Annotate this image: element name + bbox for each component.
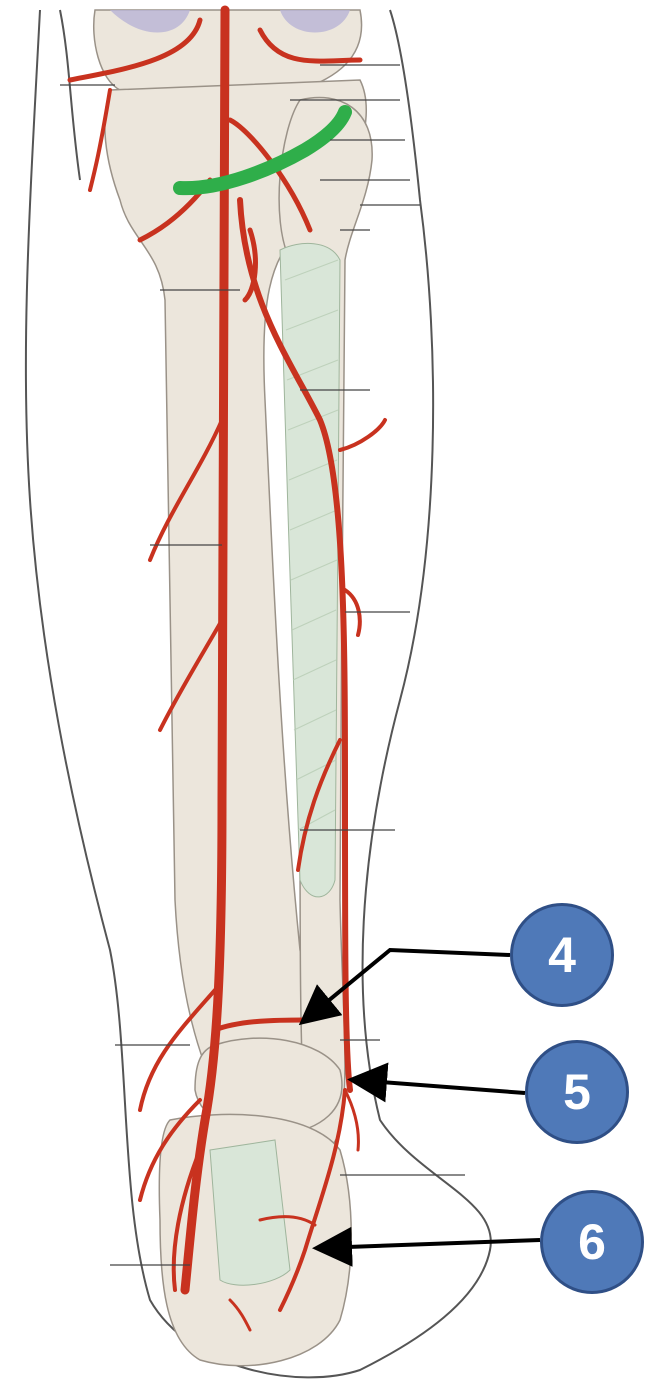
label-5-text: 5 (563, 1063, 591, 1121)
arrow-6 (320, 1240, 540, 1248)
lateral-malleolar-branch (345, 1090, 358, 1150)
achilles-tendon (210, 1140, 290, 1285)
label-6-text: 6 (578, 1213, 606, 1271)
inner-outline (60, 10, 80, 180)
label-badge-6: 6 (540, 1190, 644, 1294)
muscular-branch-3 (340, 420, 385, 450)
label-4-text: 4 (548, 926, 576, 984)
interosseous-membrane (280, 243, 340, 896)
label-badge-5: 5 (525, 1040, 629, 1144)
arrow-5 (355, 1080, 525, 1093)
label-badge-4: 4 (510, 903, 614, 1007)
